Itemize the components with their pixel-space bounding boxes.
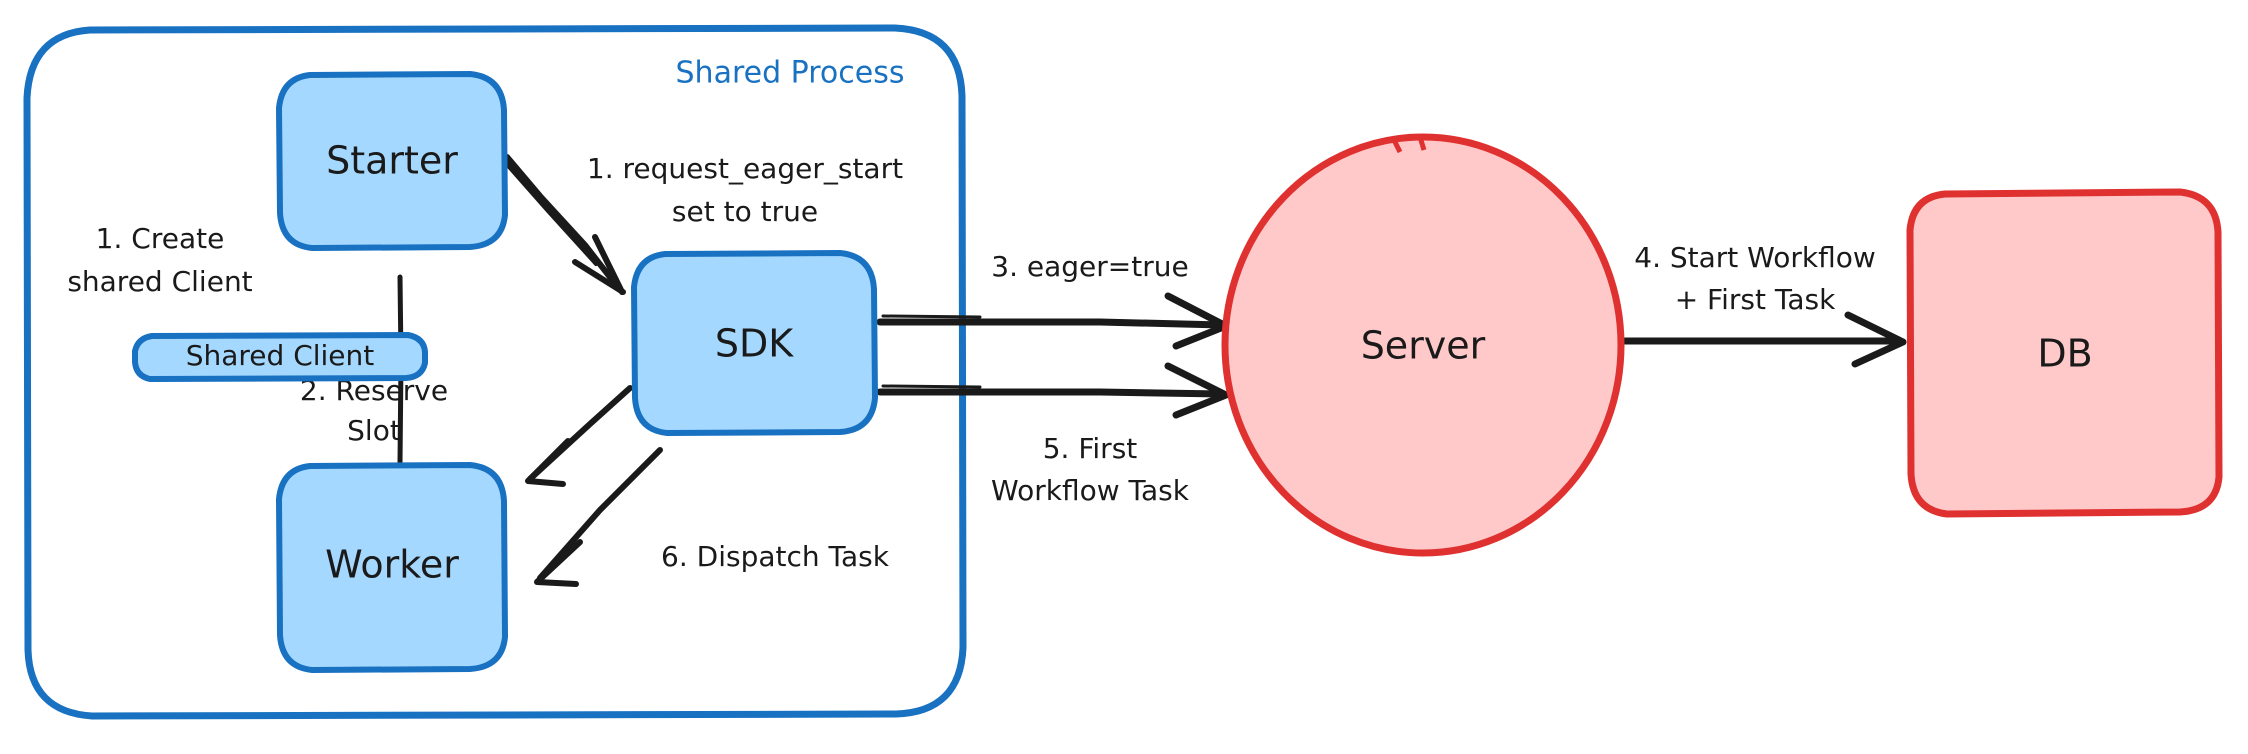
edge-server-db-arrowhead	[1844, 311, 1907, 368]
edge-server-sdk-first-task-arrowhead	[1164, 362, 1230, 419]
node-shared-client-label: Shared Client	[186, 339, 375, 372]
edge-starter-sdk-line	[504, 154, 623, 293]
edge-create-shared-client-label-line2: shared Client	[67, 265, 252, 298]
node-sdk[interactable]: SDK	[630, 249, 879, 437]
node-starter-fill	[279, 74, 505, 248]
edge-starter-sdk: 1. request_eager_start set to true	[501, 152, 903, 295]
edge-server-db-label-line2: + First Task	[1675, 283, 1836, 316]
edge-create-shared-client-label-line1: 1. Create	[96, 222, 225, 255]
edge-sdk-worker-dispatch-task-line	[537, 447, 663, 581]
edge-starter-sdk-label-line1: 1. request_eager_start	[587, 152, 903, 185]
edge-sdk-server-eager-arrowhead	[1164, 292, 1230, 350]
edge-starter-sdk-label-line2: set to true	[672, 195, 818, 228]
edge-sdk-worker-dispatch-task: 6. Dispatch Task	[534, 447, 890, 587]
node-db[interactable]: DB	[1906, 188, 2223, 518]
node-sdk-label: SDK	[715, 322, 794, 366]
node-sdk-border	[630, 249, 879, 437]
edge-server-db: 4. Start Workflow + First Task	[1621, 241, 1907, 368]
edge-server-db-label-line1: 4. Start Workflow	[1634, 241, 1876, 274]
node-worker[interactable]: Worker	[275, 461, 509, 674]
edge-starter-sdk-line-2	[501, 158, 598, 266]
group-shared-process-title: Shared Process	[676, 56, 905, 91]
edge-sdk-server-eager-line-2	[881, 314, 982, 319]
edge-server-sdk-first-task: 5. First Workflow Task	[876, 362, 1230, 507]
node-worker-fill	[279, 465, 505, 670]
edge-sdk-worker-reserve-slot-arrowhead	[525, 438, 571, 487]
edge-server-sdk-first-task-label-line1: 5. First	[1043, 432, 1138, 465]
node-server[interactable]: Server	[1221, 133, 1625, 557]
edge-server-sdk-first-task-line	[876, 388, 1226, 398]
node-server-fill	[1225, 137, 1621, 553]
node-worker-label: Worker	[325, 543, 459, 587]
edge-sdk-worker-reserve-slot-label-line2: Slot	[347, 414, 401, 447]
node-server-border	[1221, 133, 1625, 557]
node-starter[interactable]: Starter	[275, 70, 509, 252]
group-shared-process: Shared Process	[23, 24, 967, 720]
node-starter-border	[275, 70, 509, 252]
edge-sdk-worker-dispatch-task-arrowhead	[534, 539, 583, 587]
edge-sdk-server-eager: 3. eager=true	[876, 250, 1230, 350]
edge-starter-sdk-arrowhead	[572, 234, 626, 295]
edge-server-sdk-first-task-label-line2: Workflow Task	[991, 474, 1190, 507]
node-worker-border	[275, 461, 509, 674]
edge-create-shared-client: 1. Create shared Client	[67, 222, 252, 298]
node-shared-client-border	[132, 331, 428, 383]
edge-sdk-server-eager-line	[876, 318, 1226, 329]
edge-sdk-server-eager-label: 3. eager=true	[991, 250, 1188, 283]
node-sdk-fill	[634, 253, 875, 433]
node-server-label: Server	[1361, 324, 1486, 368]
group-shared-process-border	[23, 24, 967, 720]
node-db-label: DB	[2037, 332, 2092, 376]
edge-server-sdk-first-task-line-2	[881, 384, 982, 389]
node-starter-label: Starter	[326, 139, 458, 183]
edge-sdk-worker-dispatch-task-label: 6. Dispatch Task	[661, 540, 890, 573]
node-shared-client-fill	[135, 335, 425, 379]
node-shared-client[interactable]: Shared Client	[132, 331, 428, 383]
node-db-fill	[1910, 192, 2219, 514]
node-server-sketch-marks	[1391, 136, 1427, 154]
node-db-border	[1906, 188, 2223, 518]
